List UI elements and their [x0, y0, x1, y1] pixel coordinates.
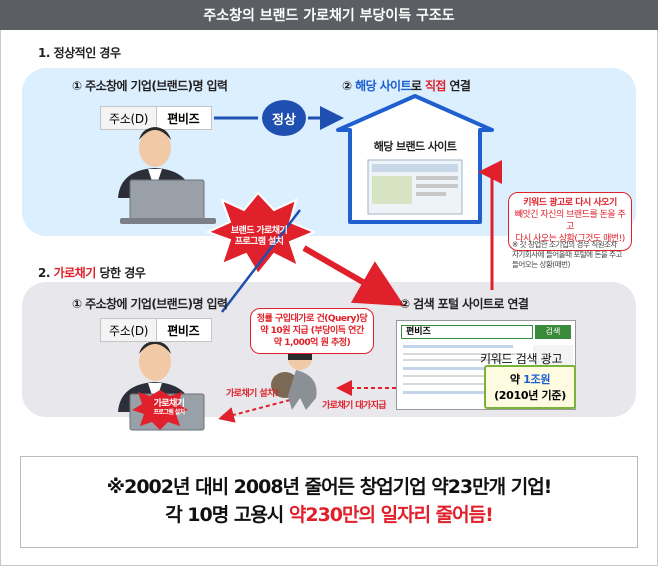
keyword-ad-label: 키워드 검색 광고: [480, 352, 563, 366]
burst-line1: 브랜드 가로채기: [230, 226, 288, 236]
query-payment-bubble: 정률 구입대가로 건(Query)당 약 10원 지급 (부당이득 연간 약 1…: [250, 308, 374, 355]
result-line: [403, 391, 513, 394]
section1-step2-site: 해당 사이트: [355, 79, 411, 93]
burst-line2: 프로그램 설치: [234, 237, 284, 248]
query-line3: 약 1,000억 원 추정): [273, 338, 351, 349]
ad-line1-amount: 1조원: [523, 373, 551, 386]
summary-box: ※2002년 대비 2008년 줄어든 창업기업 약23만개 기업! 각 10명…: [20, 456, 638, 548]
buyback-arrow-red: [478, 160, 502, 290]
section1-step2-prefix: ②: [342, 79, 356, 93]
laptop-hijack-text: 가로채기 프로그램 설치: [134, 399, 204, 416]
section1-step1: ① 주소창에 기업(브랜드)명 입력: [72, 79, 228, 93]
summary-line1: ※2002년 대비 2008년 줄어든 창업기업 약23만개 기업!: [106, 476, 553, 499]
section2-label: 2. 가로채기 당한 경우: [38, 264, 146, 281]
summary-line2: 각 10명 고용시 약230만의 일자리 줄어듬!: [165, 502, 494, 530]
result-line: [403, 359, 503, 361]
businessman-laptop-icon: [118, 127, 216, 224]
buyback-bubble: 키워드 광고로 다시 사오기 빼앗긴 자신의 브랜드를 돈을 주고 다시 사오는…: [508, 192, 632, 251]
result-line: [403, 375, 523, 377]
portal-search-button: 검색: [535, 325, 571, 339]
brand-site-house-icon: [336, 94, 494, 224]
section2-step1: ① 주소창에 기업(브랜드)명 입력: [72, 297, 228, 311]
normal-badge: 정상: [262, 100, 306, 136]
ad-revenue-line2: (2010년 기준): [494, 389, 566, 402]
startup-notice: ※ 갓 창업한 소기업의 경우 직원조차 자기회사에 들어올때 포털에 돈을 주…: [512, 240, 634, 270]
section1-step2-direct: 직접: [424, 79, 446, 93]
page-title: 주소창의 브랜드 가로채기 부당이득 구조도: [0, 0, 658, 30]
hijack-burst-icon: [205, 191, 317, 276]
section2-label-highlight: 가로채기: [53, 266, 97, 280]
redirect-arrow-red: [302, 245, 405, 307]
section1-step2: ② 해당 사이트로 직접 연결: [342, 77, 471, 94]
section2-address-bar: 주소(D) 편비즈: [100, 318, 212, 342]
section2-blue-line: [221, 209, 301, 313]
section2-step2: ② 검색 포털 사이트로 연결: [400, 297, 529, 311]
install-arrow-dashed: [218, 399, 291, 423]
install-callout: 가로채기 설치!: [226, 389, 279, 399]
query-line1: 정률 구입대가로 건(Query)당: [256, 314, 368, 324]
buyback-line3: 다시 사오는 상황(그것도 매번!): [515, 234, 625, 245]
summary-line2-highlight: 약230만의 일자리 줄어듬!: [288, 504, 494, 526]
section1-step2-mid: 로: [410, 79, 425, 93]
ad-revenue-box: 약 1조원 (2010년 기준): [484, 365, 576, 409]
payment-callout: 가로채기 대가지급: [322, 401, 387, 411]
section2-label-prefix: 2.: [38, 266, 54, 280]
ad-revenue-line1: 약 1조원: [509, 371, 551, 387]
address-value: 편비즈: [167, 111, 200, 126]
section1-label: 1. 정상적인 경우: [38, 46, 121, 60]
address-key: 주소(D): [101, 107, 158, 129]
address-key-2: 주소(D): [101, 319, 158, 341]
brand-site-label: 해당 브랜드 사이트: [373, 140, 457, 153]
notice-line2: 자기회사에 들어올때 포털에 돈을 주고: [512, 250, 622, 260]
notice-line1: ※ 갓 창업한 소기업의 경우 직원조차: [512, 240, 617, 249]
notice-line3: 들어오는 상황(매번): [512, 260, 570, 270]
result-line: [403, 383, 493, 385]
result-line: [403, 345, 513, 348]
query-line2: 약 10원 지급 (부당이득 연간: [260, 326, 364, 337]
ad-line1-prefix: 약: [509, 373, 524, 386]
summary-line2-prefix: 각 10명 고용시: [165, 504, 289, 526]
laptop-burst-icon: [132, 390, 188, 430]
section2-label-suffix: 당한 경우: [95, 266, 146, 280]
portal-search-input: 편비즈: [401, 325, 533, 339]
laptop-text2: 프로그램 설치: [153, 408, 185, 416]
laptop-text1: 가로채기: [153, 399, 185, 409]
result-line: [403, 353, 523, 355]
result-line: [403, 367, 513, 370]
burst-text: 브랜드 가로채기 프로그램 설치: [212, 226, 306, 249]
thief-icon: [271, 346, 317, 410]
address-value-2: 편비즈: [167, 323, 200, 338]
buyback-line2: 빼앗긴 자신의 브랜드를 돈을 주고: [514, 210, 626, 233]
buyback-line1: 키워드 광고로 다시 사오기: [523, 198, 617, 208]
section1-step2-suffix: 연결: [445, 79, 471, 93]
